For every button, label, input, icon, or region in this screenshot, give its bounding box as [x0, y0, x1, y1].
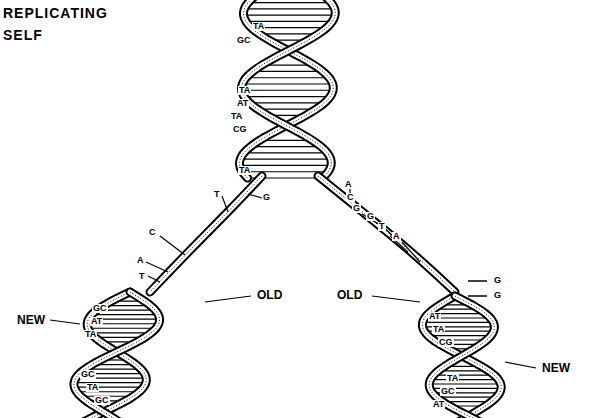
parent-helix-front [242, 0, 336, 178]
daughter-helix-left-front [74, 292, 160, 418]
unpaired-bases [146, 188, 420, 282]
base-pair-rungs [240, 0, 336, 178]
base-letter: TA [238, 86, 251, 95]
base-letter: C [346, 193, 355, 202]
base-letter: GC [236, 36, 252, 45]
old-strand-left [150, 176, 262, 292]
base-letter: TA [252, 22, 265, 31]
strand-label: OLD [255, 289, 284, 301]
daughter-helix-right-back [422, 296, 501, 418]
parent-helix-back [240, 0, 334, 178]
base-letter: A [136, 256, 145, 265]
base-letter: GC [440, 387, 456, 396]
base-letter: TA [238, 166, 251, 175]
base-letter: TA [230, 112, 243, 121]
base-letter: TA [446, 374, 459, 383]
base-letter: T [378, 222, 386, 231]
base-letter: GC [80, 370, 96, 379]
strand-label: NEW [540, 362, 572, 374]
base-letter: AT [428, 312, 441, 321]
base-letter: AT [236, 99, 249, 108]
strand-label: NEW [15, 314, 47, 326]
base-letter: CG [438, 338, 454, 347]
base-letter: C [148, 228, 157, 237]
base-letter: AT [432, 400, 445, 409]
base-letter: TA [84, 330, 97, 339]
free-nucleotides [468, 281, 487, 296]
base-letter: G [366, 212, 375, 221]
base-letter: G [493, 276, 502, 285]
base-letter: AT [90, 317, 103, 326]
base-letter: GC [94, 396, 110, 405]
diagram-title: REPLICATING SELF [3, 2, 121, 46]
base-letter: GC [92, 304, 108, 313]
base-letter: T [213, 190, 221, 199]
base-letter: G [493, 291, 502, 300]
strand-label: OLD [335, 289, 364, 301]
base-letter: A [344, 180, 353, 189]
old-strand-right [318, 176, 455, 292]
base-letter: G [262, 193, 271, 202]
base-letter: CG [232, 125, 248, 134]
leader-lines [50, 296, 536, 368]
base-letter: TA [432, 325, 445, 334]
base-letter: A [392, 232, 401, 241]
base-letter: T [138, 272, 146, 281]
base-letter: G [352, 204, 361, 213]
base-letter: TA [86, 383, 99, 392]
